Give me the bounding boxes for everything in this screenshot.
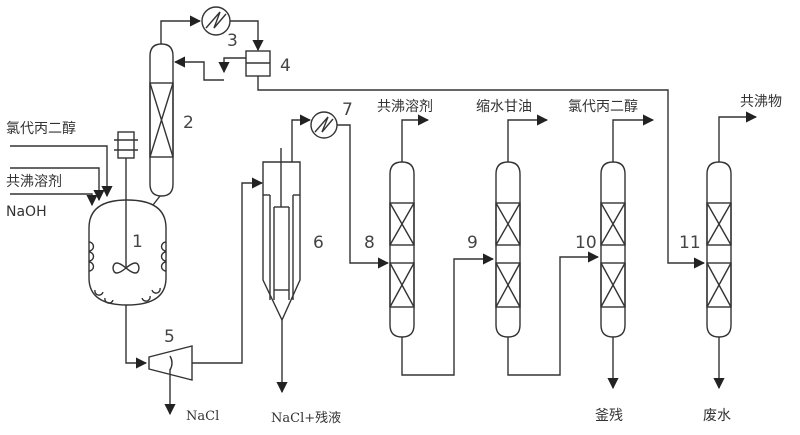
evaporator-vapor-line <box>291 114 312 162</box>
column-9-top-line <box>507 114 549 162</box>
output-label-nacl-residue: NaCl+残液 <box>271 411 341 426</box>
feed-naoh-line <box>10 193 98 207</box>
condenser-3: 3 <box>201 6 238 51</box>
condenser-7-icon <box>314 116 334 133</box>
packing-cross-icon <box>706 202 732 246</box>
packing-cross-icon <box>600 202 626 246</box>
reactor-vessel <box>88 199 167 306</box>
unit-label-4: 4 <box>280 56 291 76</box>
unit-label-11: 11 <box>679 233 701 253</box>
column-9-packing-1 <box>495 202 521 246</box>
distillation-columns <box>389 161 732 338</box>
column-8-packing-1 <box>389 202 415 246</box>
unit-label-6: 6 <box>313 233 324 253</box>
condenser-3-outlet-line <box>230 20 264 52</box>
centrifuge-5-icon <box>169 355 173 371</box>
decanter-4: 4 <box>245 50 291 77</box>
impeller-icon <box>112 262 140 274</box>
column-9-shell <box>495 161 521 338</box>
packing-cross-icon <box>389 202 415 246</box>
unit-label-7: 7 <box>342 100 353 120</box>
output-label-nacl: NaCl <box>186 409 219 424</box>
unit-label-3: 3 <box>227 31 238 51</box>
feed-chloropropanediol-line <box>10 145 113 198</box>
column-8-packing-2 <box>389 262 415 308</box>
column-10-packing-2 <box>600 262 626 308</box>
column-8-shell <box>389 161 415 338</box>
decanter-reflux-branch <box>218 57 246 74</box>
condenser-3-icon <box>205 11 227 29</box>
evaporator-6: 6 <box>262 148 324 322</box>
condenser-7-to-column-8-line <box>337 124 390 269</box>
packing-cross-icon <box>389 262 415 308</box>
condenser-7: 7 <box>310 100 353 139</box>
column-9 <box>495 161 521 338</box>
unit-label-2: 2 <box>183 113 194 133</box>
feed-label-solvent: 共沸溶剂 <box>6 174 62 190</box>
column-9-packing-2 <box>495 262 521 308</box>
reactor-1: 1 <box>88 131 167 306</box>
output-label-col9-top: 缩水甘油 <box>476 99 532 115</box>
unit-label-5: 5 <box>164 327 175 347</box>
feed-solvent-line <box>10 167 105 202</box>
column-10-shell <box>600 161 626 338</box>
column-8-top-line <box>401 114 430 162</box>
packing-cross-icon <box>495 262 521 308</box>
feed-label-chloropropanediol: 氯代丙二醇 <box>6 120 76 137</box>
packing-cross-icon <box>600 262 626 308</box>
output-label-col8-top: 共沸溶剂 <box>377 99 433 115</box>
column-2-packing <box>149 82 174 158</box>
column-8 <box>389 161 415 338</box>
feed-label-naoh: NaOH <box>6 204 47 220</box>
column-9-to-10-line <box>507 251 600 376</box>
evaporator-6-shell <box>262 161 301 322</box>
column-10-top-line <box>612 114 655 162</box>
column-2: 2 <box>149 43 194 197</box>
reflux-to-column-2-line <box>173 56 224 81</box>
packing-cross-icon <box>495 202 521 246</box>
output-label-col10-top: 氯代丙二醇 <box>568 98 638 115</box>
unit-label-8: 8 <box>364 233 375 253</box>
agitator-motor-icon <box>117 131 135 159</box>
output-label-col11-bottom: 废水 <box>703 408 731 424</box>
column-10 <box>600 161 626 338</box>
packing-cross-icon <box>706 262 732 308</box>
column-11-shell <box>706 161 732 338</box>
column-11-top-line <box>718 111 758 162</box>
column-10-packing-1 <box>600 202 626 246</box>
centrifuge-5: 5 <box>148 327 193 381</box>
column-11-packing-2 <box>706 262 732 308</box>
unit-label-10: 10 <box>575 233 597 253</box>
centrifuge-5-body <box>148 345 193 381</box>
decanter-to-column-11-line <box>257 76 706 269</box>
output-label-col11-top: 共沸物 <box>740 94 782 110</box>
column-8-to-9-line <box>401 253 495 376</box>
reactor-jacket-coils <box>88 241 167 304</box>
column-11 <box>706 161 732 338</box>
centrifuge-to-evaporator-line <box>192 177 264 364</box>
column-2-overhead-line <box>160 15 202 44</box>
unit-label-9: 9 <box>467 233 478 253</box>
unit-label-1: 1 <box>132 232 143 252</box>
column-11-packing-1 <box>706 202 732 246</box>
feed-lines <box>10 145 113 207</box>
output-label-col10-bottom: 釜残 <box>595 408 623 424</box>
reactor-to-centrifuge-line <box>125 305 148 369</box>
